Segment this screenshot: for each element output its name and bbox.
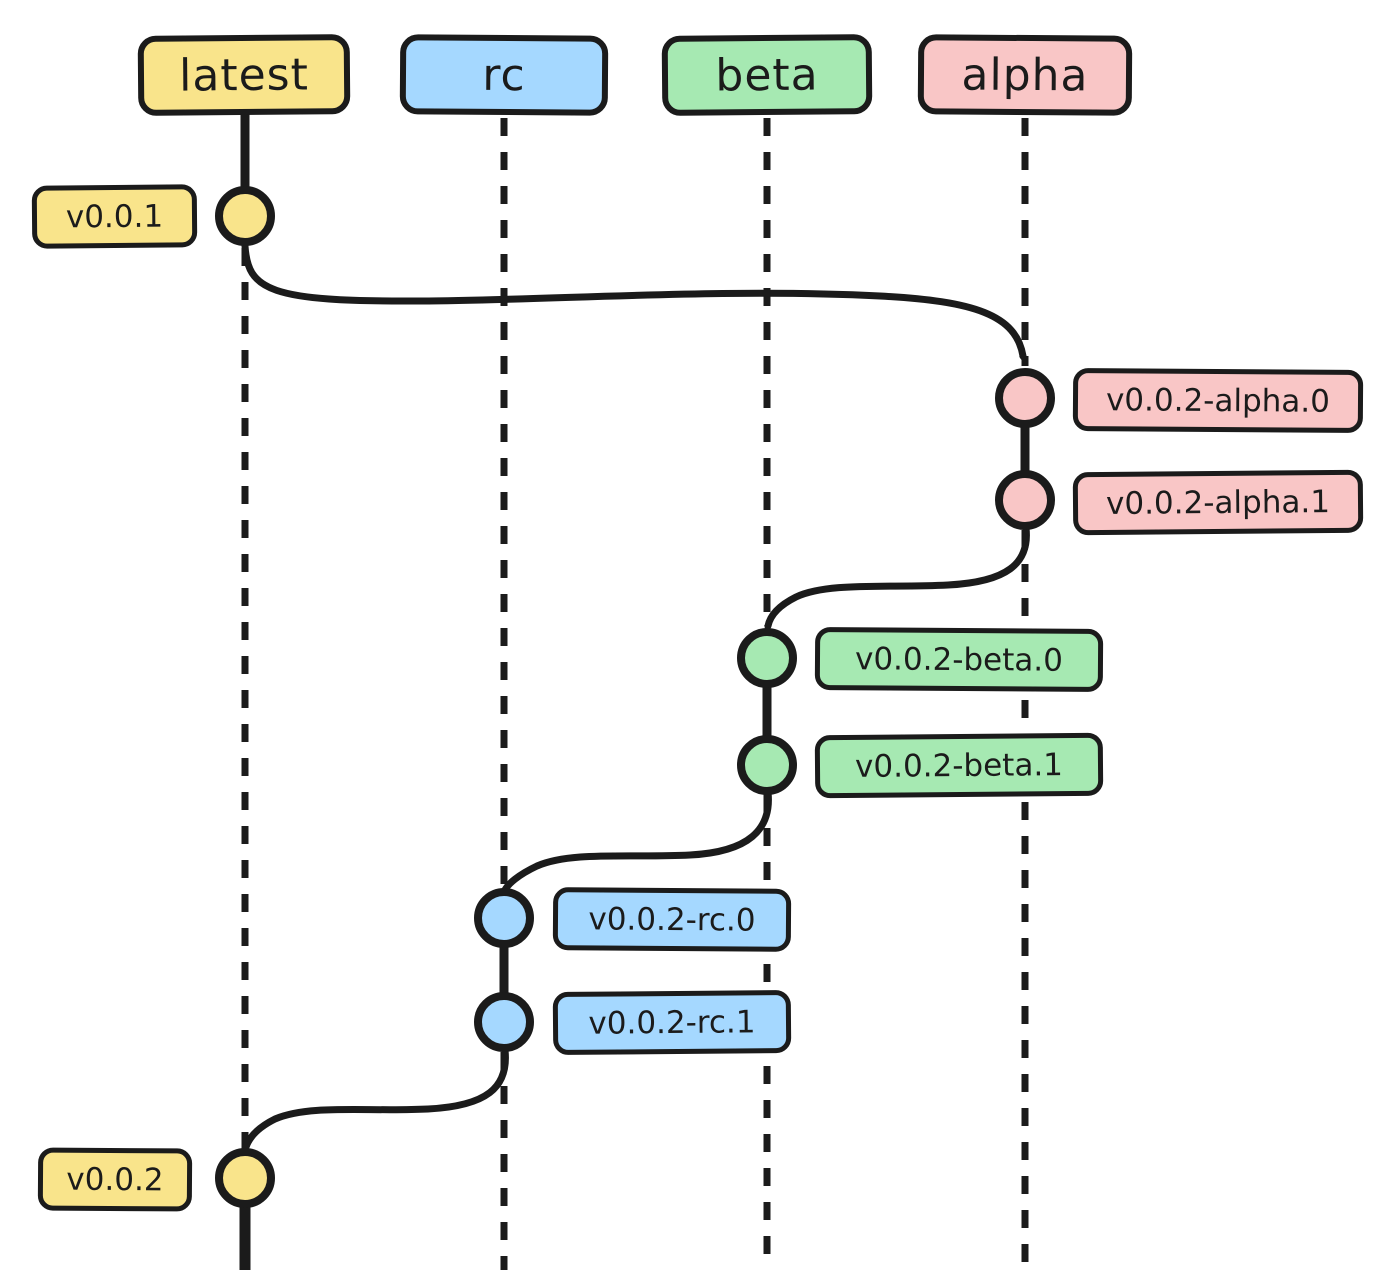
commit-node-v0.0.2-beta.0 <box>737 628 797 688</box>
commit-node-v0.0.2-rc.0 <box>474 888 534 948</box>
edge-rc.1-to-v0.0.2 <box>246 1046 509 1147</box>
tag-label: v0.0.2-beta.1 <box>854 746 1064 785</box>
tag-v0.0.2: v0.0.2 <box>37 1147 193 1212</box>
tag-v0.0.1: v0.0.1 <box>31 184 198 249</box>
commit-node-v0.0.2-alpha.1 <box>995 470 1055 530</box>
tag-v0.0.2-beta.0: v0.0.2-beta.0 <box>814 626 1104 693</box>
tag-label: v0.0.2-beta.0 <box>854 640 1064 679</box>
branch-header-alpha: alpha <box>917 34 1133 116</box>
tag-label: v0.0.2 <box>66 1161 164 1198</box>
tag-v0.0.2-rc.0: v0.0.2-rc.0 <box>552 887 792 952</box>
edge-v0.0.1-to-alpha.0 <box>241 242 1023 356</box>
branch-label: alpha <box>961 49 1089 101</box>
commit-node-v0.0.2-alpha.0 <box>995 368 1055 428</box>
tag-v0.0.2-alpha.0: v0.0.2-alpha.0 <box>1072 367 1364 434</box>
commit-node-v0.0.2-beta.1 <box>737 735 797 795</box>
tag-label: v0.0.2-alpha.0 <box>1105 381 1331 420</box>
branch-header-rc: rc <box>399 34 609 116</box>
branch-label: beta <box>715 49 819 101</box>
branch-header-beta: beta <box>661 34 873 116</box>
tag-label: v0.0.2-rc.0 <box>588 900 756 939</box>
commit-node-v0.0.1 <box>215 186 275 246</box>
tag-v0.0.2-beta.1: v0.0.2-beta.1 <box>814 732 1104 799</box>
commit-node-v0.0.2-rc.1 <box>474 992 534 1052</box>
edge-beta.1-to-rc.0 <box>505 788 772 890</box>
branch-label: latest <box>178 48 310 102</box>
tag-label: v0.0.1 <box>65 198 164 235</box>
tag-label: v0.0.2-rc.1 <box>588 1003 756 1042</box>
branch-header-latest: latest <box>137 34 351 116</box>
branch-label: rc <box>482 49 526 101</box>
tag-label: v0.0.2-alpha.1 <box>1105 483 1331 522</box>
tag-v0.0.2-rc.1: v0.0.2-rc.1 <box>552 989 792 1056</box>
commit-node-v0.0.2 <box>215 1148 275 1208</box>
tag-v0.0.2-alpha.1: v0.0.2-alpha.1 <box>1072 469 1364 536</box>
edge-alpha.1-to-beta.0 <box>768 524 1030 626</box>
